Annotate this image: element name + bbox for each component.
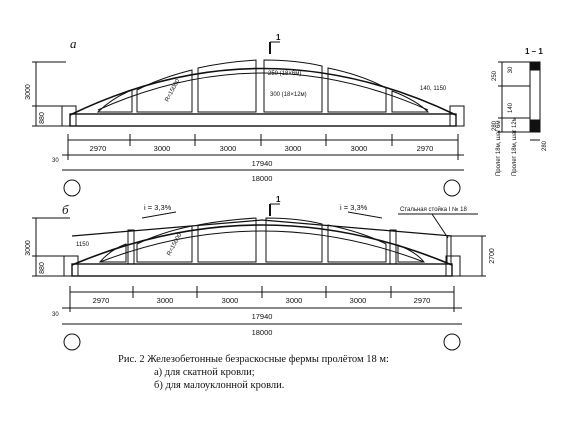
truss-a-height-total: 3000 <box>25 84 32 100</box>
truss-b-full-span: 18000 <box>252 328 273 337</box>
truss-b <box>32 203 486 351</box>
truss-a-panel-1 <box>96 89 133 113</box>
truss-b-top-chord-inner <box>99 230 425 263</box>
svg-text:2970: 2970 <box>417 144 434 153</box>
svg-text:2970: 2970 <box>93 296 110 305</box>
truss-b-bottom-chord <box>71 263 453 277</box>
truss-b-post-right <box>389 229 397 265</box>
truss-b-label: б <box>62 202 69 217</box>
truss-a-section-mark: 1 <box>276 33 281 42</box>
truss-a <box>32 41 465 197</box>
truss-a-end-left <box>61 105 77 127</box>
truss-b-slope-left: i = 3,3% <box>144 203 172 212</box>
svg-text:3000: 3000 <box>220 144 237 153</box>
svg-text:3000: 3000 <box>157 296 174 305</box>
truss-b-support-left <box>63 333 81 351</box>
truss-b-post-left <box>127 229 135 265</box>
truss-b-roof-line <box>71 219 453 237</box>
truss-b-steel-post-note: Стальная стойка I № 18 <box>400 206 467 213</box>
section-dim-mid-1: 280 <box>492 120 498 131</box>
truss-b-end-right <box>445 255 461 277</box>
svg-text:2970: 2970 <box>414 296 431 305</box>
section-note-right: Пролет 18м, шаг 12м <box>512 117 518 176</box>
section-dim-width: 280 <box>542 140 548 151</box>
svg-text:3000: 3000 <box>154 144 171 153</box>
truss-a-end-offset: 30 <box>52 158 59 164</box>
section-dim-top-1: 250 <box>492 70 498 81</box>
truss-b-end-left <box>63 255 79 277</box>
truss-b-panel-5 <box>327 224 387 263</box>
truss-b-support-right <box>443 333 461 351</box>
truss-a-radius-label: R=15000 <box>164 78 181 103</box>
svg-text:3000: 3000 <box>351 144 368 153</box>
truss-b-steel-post <box>446 235 452 265</box>
svg-text:3000: 3000 <box>285 144 302 153</box>
caption-line-2: а) для скатной кровли; <box>154 367 255 378</box>
truss-b-panel-4 <box>265 217 323 263</box>
truss-a-top-chord-inner <box>97 72 429 111</box>
truss-b-panel-6 <box>397 244 426 263</box>
truss-b-radius-label: R=15000 <box>166 232 183 257</box>
truss-a-support-left <box>63 179 81 197</box>
section-dim-mid-2: 140 <box>508 102 514 113</box>
section-note-left: Пролет 18м, шаг 6м <box>496 120 502 176</box>
truss-b-inner-span: 17940 <box>252 312 273 321</box>
truss-b-end-offset: 30 <box>52 312 59 318</box>
truss-a-full-span: 18000 <box>252 174 273 183</box>
truss-a-top-chord <box>69 67 457 116</box>
svg-text:3000: 3000 <box>350 296 367 305</box>
caption-line-1: Рис. 2 Железобетонные безраскосные фермы… <box>118 354 389 365</box>
truss-a-hole-2: 300 (18×12м) <box>270 92 307 98</box>
truss-a-panel-5 <box>327 67 387 113</box>
truss-b-panel-1 <box>98 243 127 263</box>
truss-b-post-height: 1150 <box>76 242 90 248</box>
truss-b-panel-2 <box>136 225 193 263</box>
truss-b-panel-spans: 2970 3000 3000 3000 3000 2970 <box>93 296 431 305</box>
truss-b-height-bottom: 880 <box>39 262 46 274</box>
svg-text:3000: 3000 <box>286 296 303 305</box>
section-1-1 <box>498 61 541 141</box>
truss-a-height-bottom: 880 <box>39 112 46 124</box>
truss-a-panel-6 <box>391 90 430 113</box>
truss-b-height-right: 2700 <box>489 248 496 264</box>
section-1-1-title: 1 – 1 <box>525 47 543 56</box>
truss-a-bottom-chord <box>69 113 457 127</box>
svg-text:2970: 2970 <box>90 144 107 153</box>
truss-a-label: а <box>70 36 77 51</box>
truss-b-section-mark: 1 <box>276 195 281 204</box>
truss-a-inner-span: 17940 <box>252 159 273 168</box>
figure-caption: Рис. 2 Железобетонные безраскосные фермы… <box>118 353 478 392</box>
truss-a-end-right <box>449 105 465 127</box>
truss-b-slope-right: i = 3,3% <box>340 203 368 212</box>
truss-b-height-total: 3000 <box>25 240 32 256</box>
svg-text:3000: 3000 <box>222 296 239 305</box>
truss-a-panel-3 <box>197 59 257 113</box>
section-dim-top-2: 30 <box>508 66 514 73</box>
truss-a-panel-4 <box>263 59 323 113</box>
truss-b-panel-3 <box>197 217 257 263</box>
truss-a-hole-1: 250 (18×6м) <box>268 71 301 77</box>
truss-a-support-right <box>443 179 461 197</box>
truss-a-panel-spans: 2970 3000 3000 3000 3000 2970 <box>90 144 434 153</box>
truss-a-end-dims: 140, 1150 <box>420 86 447 92</box>
truss-a-panel-2 <box>136 69 193 113</box>
caption-line-3: б) для малоуклонной кровли. <box>154 380 285 391</box>
